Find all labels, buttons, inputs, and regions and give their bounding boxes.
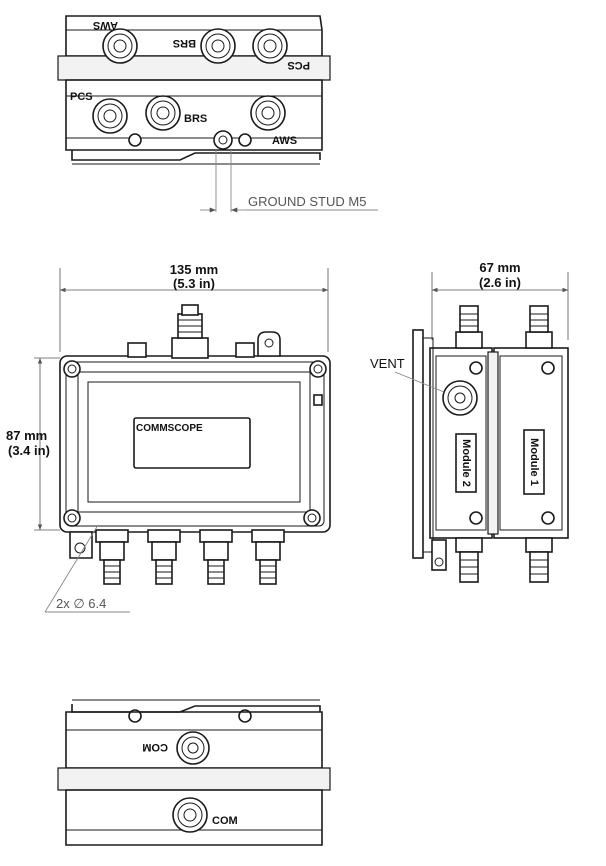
side-bottom-connectors [431, 537, 553, 583]
depth-in: (2.6 in) [479, 275, 521, 290]
top-view: AWS BRS PCS PCS BRS AWS GROUND STUD M5 [57, 15, 378, 213]
height-mm: 87 mm [6, 428, 47, 443]
side-top-connectors [455, 305, 553, 349]
bottom-connectors [95, 529, 285, 585]
connector-aws-front [250, 95, 286, 131]
height-in: (3.4 in) [8, 443, 50, 458]
label-aws-front: AWS [272, 135, 297, 147]
depth-mm: 67 mm [479, 260, 520, 275]
mounting-hole [74, 542, 86, 554]
brand-name: COMMSCOPE [136, 423, 203, 434]
hole-label: 2x ∅ 6.4 [56, 596, 106, 611]
connector-aws-back [102, 28, 138, 64]
ground-stud-label: GROUND STUD M5 [248, 194, 366, 209]
label-pcs-back: PCS [287, 59, 310, 71]
module-2-label [455, 433, 477, 493]
module-1-label [523, 429, 545, 495]
width-mm: 135 mm [170, 262, 218, 277]
label-pcs-front: PCS [70, 91, 93, 103]
vent-label: VENT [370, 356, 405, 371]
connector-brs-front [145, 95, 181, 131]
ground-stud [213, 130, 233, 150]
width-in: (5.3 in) [173, 276, 215, 291]
side-view: 67 mm (2.6 in) VENT Module 2 Module 1 [370, 260, 569, 583]
connector-brs-back [200, 28, 236, 64]
vent [442, 380, 478, 416]
connector-pcs-back [252, 28, 288, 64]
label-aws-back: AWS [93, 19, 118, 31]
connector-com-front [172, 797, 208, 833]
label-com-back: COM [142, 741, 168, 753]
brand-label-area [133, 417, 251, 469]
module-1-text: Module 1 [528, 438, 540, 486]
bottom-view: COM COM [57, 699, 331, 846]
connector-pcs-front [92, 98, 128, 134]
front-view: 135 mm (5.3 in) 87 mm (3.4 in) COMMSCOPE [6, 262, 331, 613]
label-brs-back: BRS [173, 37, 196, 49]
label-com-front: COM [212, 815, 238, 827]
label-brs-front: BRS [184, 113, 207, 125]
connector-com-back [176, 731, 210, 765]
module-2-text: Module 2 [460, 439, 472, 487]
